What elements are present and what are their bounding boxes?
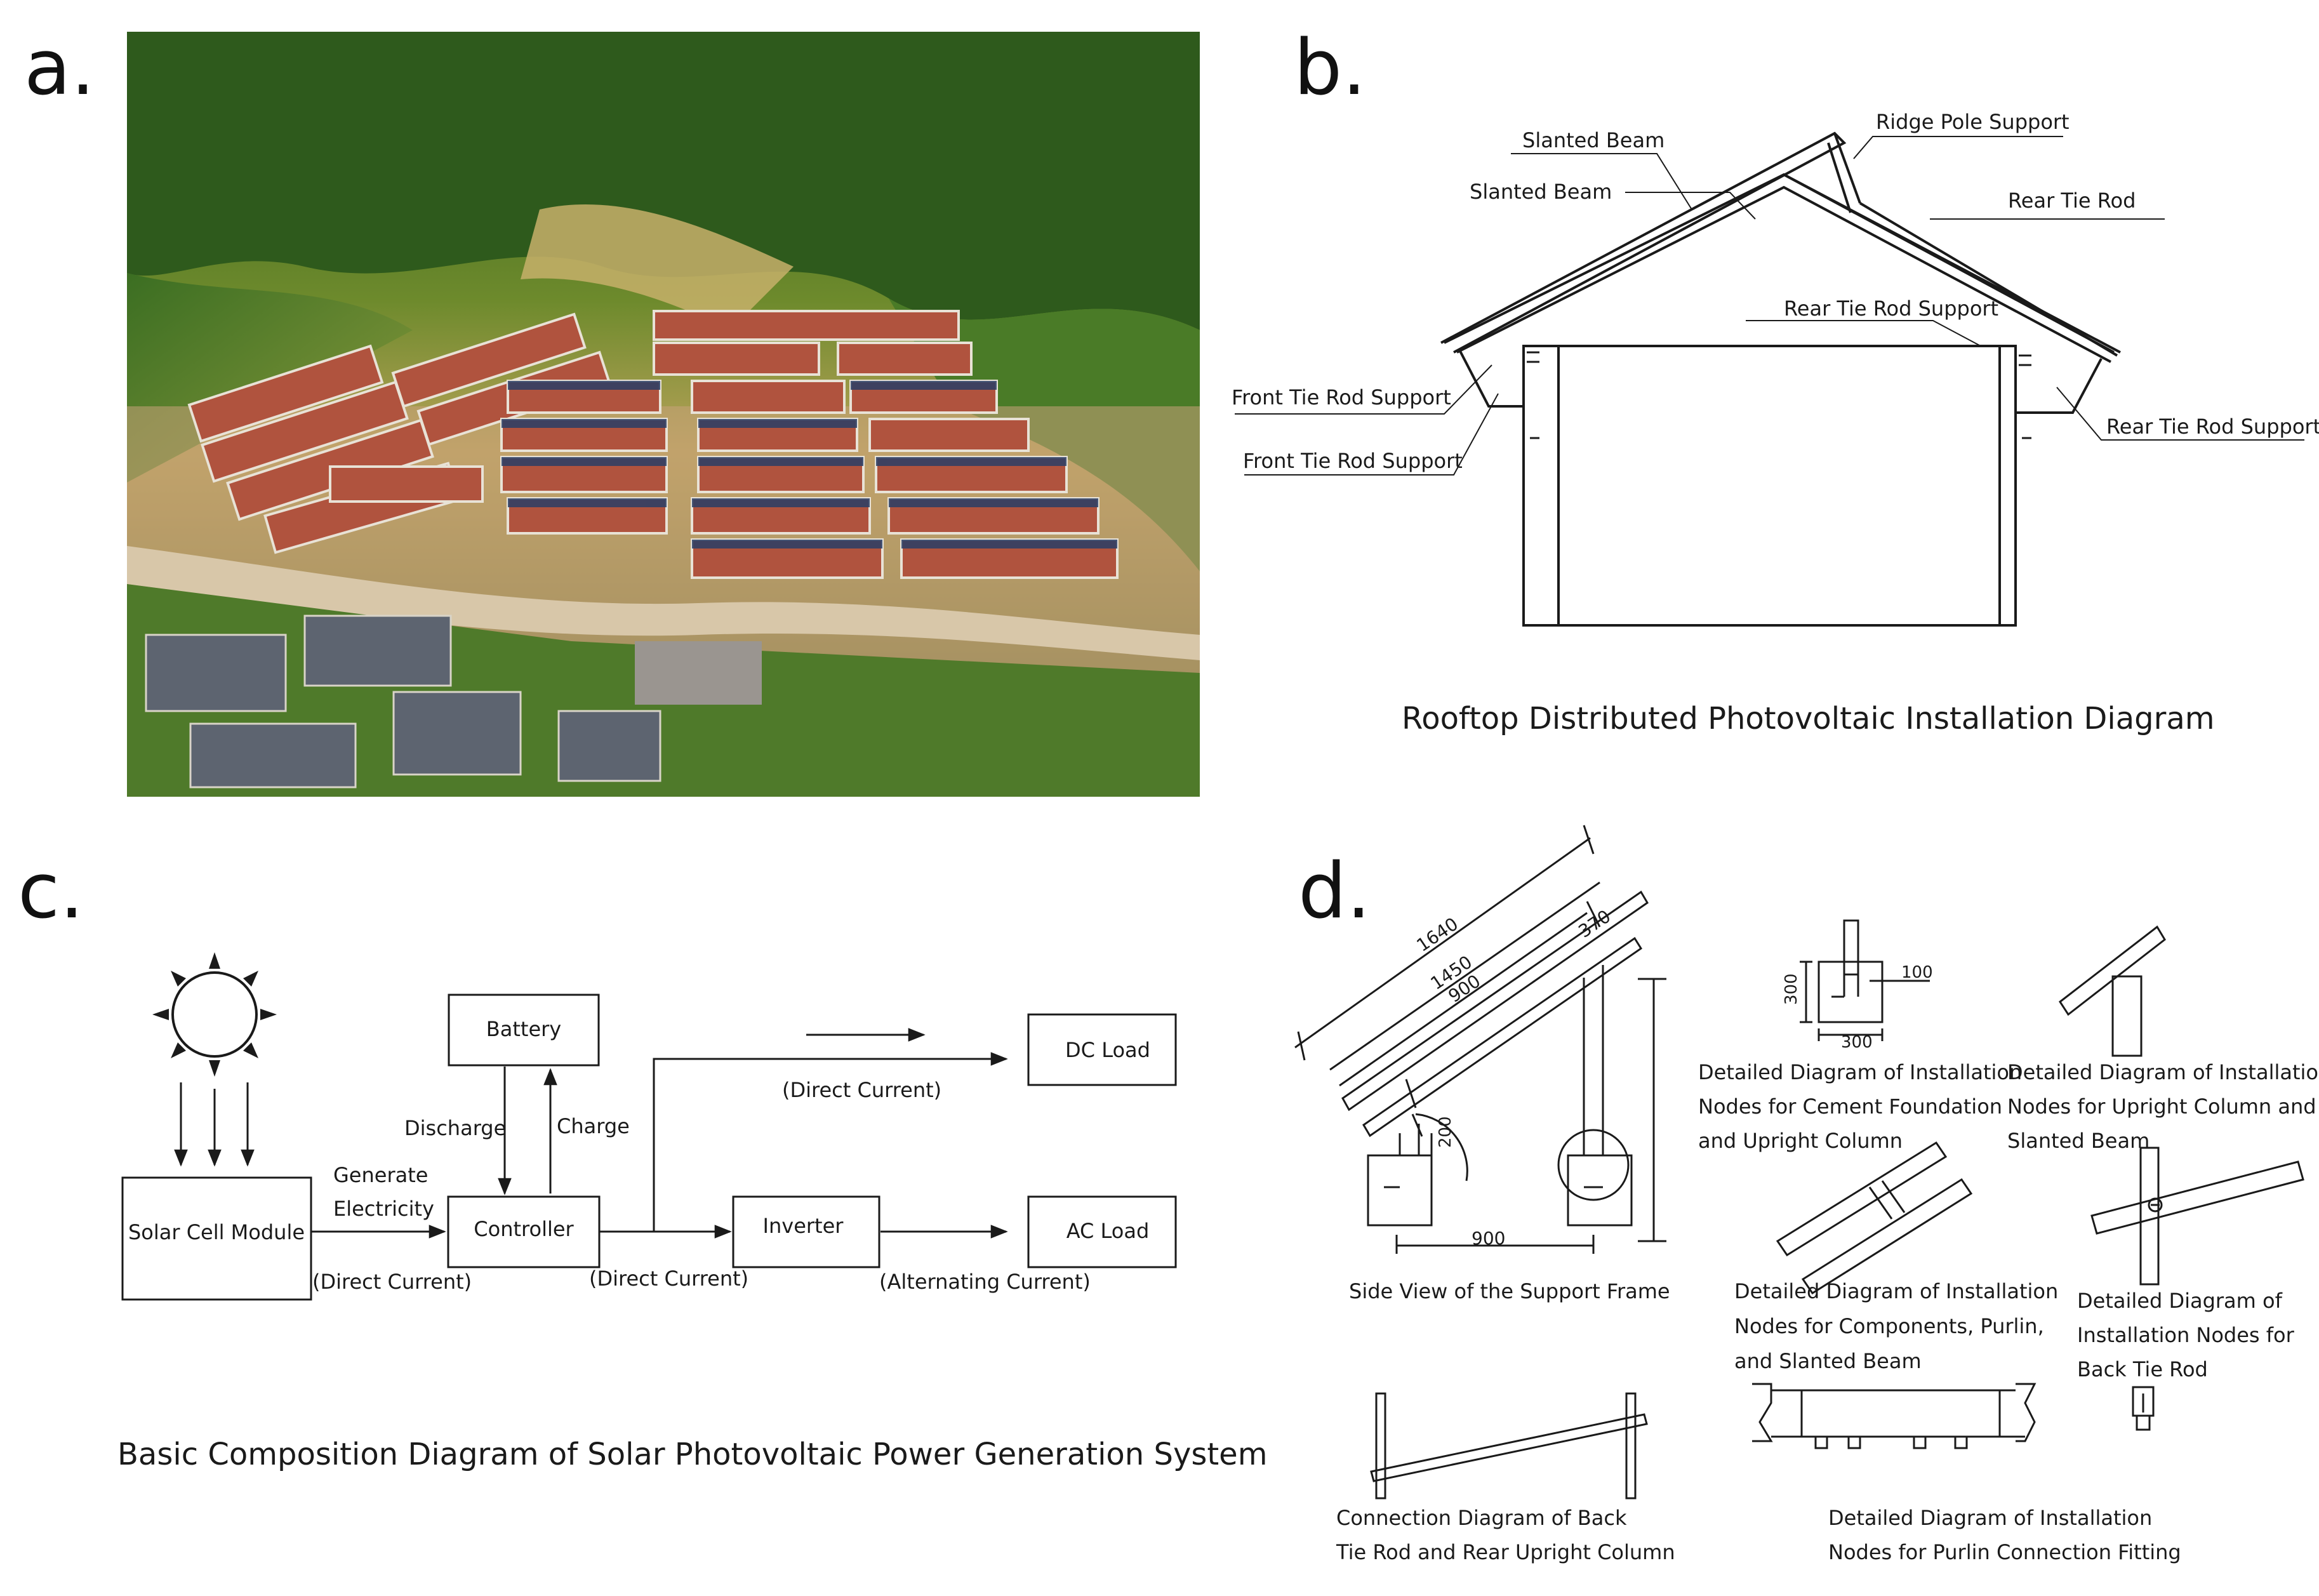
dim-100: 100 xyxy=(1901,963,1933,982)
caption-back-tie-l1: Detailed Diagram of xyxy=(2077,1289,2283,1313)
sun-icon xyxy=(152,952,277,1167)
support-frame-diagrams: 1640 1450 900 370 200 900 Side View of t… xyxy=(1294,825,2319,1564)
edge-electricity: Electricity xyxy=(333,1197,434,1221)
connection-back-tie-rod xyxy=(1370,1392,1648,1500)
caption-cement-l1: Detailed Diagram of Installation xyxy=(1698,1060,2022,1084)
side-view-support-frame xyxy=(1294,825,1666,1254)
caption-back-tie-l2: Installation Nodes for xyxy=(2077,1323,2295,1347)
edge-charge: Charge xyxy=(557,1114,630,1138)
edge-alternating-current: (Alternating Current) xyxy=(879,1270,1091,1294)
caption-rooftop: Rooftop Distributed Photovoltaic Install… xyxy=(1402,701,2215,736)
node-ac-load: AC Load xyxy=(1066,1219,1150,1243)
caption-purlin-l1: Detailed Diagram of Installation xyxy=(1828,1506,2152,1530)
label-front-tie-rod-support-2: Front Tie Rod Support xyxy=(1243,449,1463,473)
dim-300-v: 300 xyxy=(1782,973,1801,1005)
aerial-photo xyxy=(127,32,1200,797)
label-front-tie-rod-support-1: Front Tie Rod Support xyxy=(1232,385,1451,409)
box-dc-load xyxy=(1027,1013,1177,1086)
edge-discharge: Discharge xyxy=(404,1116,506,1140)
box-solar-cell-module xyxy=(121,1176,312,1301)
dim-300-h: 300 xyxy=(1841,1033,1873,1052)
upright-column-node xyxy=(2058,925,2166,1057)
node-battery: Battery xyxy=(486,1017,561,1041)
panel-letter-c: c. xyxy=(18,848,84,936)
label-rear-tie-rod-support-inner: Rear Tie Rod Support xyxy=(1784,296,1998,321)
panel-letter-b: b. xyxy=(1294,24,1367,112)
caption-components-l2: Nodes for Components, Purlin, xyxy=(1734,1314,2044,1338)
dim-900-b: 900 xyxy=(1472,1228,1505,1249)
caption-components-l3: and Slanted Beam xyxy=(1734,1349,1922,1373)
pv-system-diagram: Solar Cell Module Battery Controller Inv… xyxy=(117,952,1267,1472)
edge-generate: Generate xyxy=(333,1163,428,1187)
caption-upright-l3: Slanted Beam xyxy=(2007,1129,2150,1153)
caption-connection-l1: Connection Diagram of Back xyxy=(1336,1506,1627,1530)
box-battery xyxy=(448,994,600,1067)
dim-370: 370 xyxy=(1574,906,1614,942)
rooftop-diagram: Slanted Beam Slanted Beam Ridge Pole Sup… xyxy=(1232,110,2319,736)
caption-upright-l2: Nodes for Upright Column and xyxy=(2007,1094,2316,1119)
label-slanted-beam-2: Slanted Beam xyxy=(1470,180,1612,204)
node-inverter: Inverter xyxy=(763,1214,844,1238)
node-solar-cell-module: Solar Cell Module xyxy=(128,1220,305,1244)
label-ridge-pole-support: Ridge Pole Support xyxy=(1876,110,2070,134)
caption-side-view: Side View of the Support Frame xyxy=(1349,1279,1670,1303)
node-dc-load: DC Load xyxy=(1065,1038,1150,1062)
cement-foundation-node xyxy=(1800,919,1930,1041)
caption-purlin-l2: Nodes for Purlin Connection Fitting xyxy=(1828,1540,2181,1564)
caption-pv-system: Basic Composition Diagram of Solar Photo… xyxy=(117,1437,1267,1472)
box-ac-load xyxy=(1027,1195,1177,1268)
box-inverter xyxy=(732,1195,880,1268)
back-tie-rod-node xyxy=(2090,1147,2304,1286)
back-tie-bolt xyxy=(2132,1386,2155,1431)
caption-components-l1: Detailed Diagram of Installation xyxy=(1734,1279,2058,1303)
edge-direct-current-2: (Direct Current) xyxy=(589,1267,748,1291)
edge-direct-current-1: (Direct Current) xyxy=(312,1270,472,1294)
caption-back-tie-l3: Back Tie Rod xyxy=(2077,1357,2208,1381)
dim-200: 200 xyxy=(1436,1116,1455,1148)
panel-letter-a: a. xyxy=(24,24,95,112)
edge-direct-current-3: (Direct Current) xyxy=(782,1078,941,1102)
panel-letter-d: d. xyxy=(1298,848,1371,936)
components-purlin-node xyxy=(1776,1141,1973,1295)
node-controller: Controller xyxy=(474,1217,574,1241)
label-slanted-beam-top: Slanted Beam xyxy=(1522,128,1664,152)
caption-cement-l2: Nodes for Cement Foundation xyxy=(1698,1094,2002,1119)
caption-connection-l2: Tie Rod and Rear Upright Column xyxy=(1336,1540,1675,1564)
caption-upright-l1: Detailed Diagram of Installation xyxy=(2007,1060,2319,1084)
label-rear-tie-rod: Rear Tie Rod xyxy=(2008,189,2136,213)
dim-1640: 1640 xyxy=(1412,914,1462,956)
label-rear-tie-rod-support-right: Rear Tie Rod Support xyxy=(2106,415,2319,439)
caption-cement-l3: and Upright Column xyxy=(1698,1129,1903,1153)
purlin-connection-fitting xyxy=(1752,1383,2037,1449)
